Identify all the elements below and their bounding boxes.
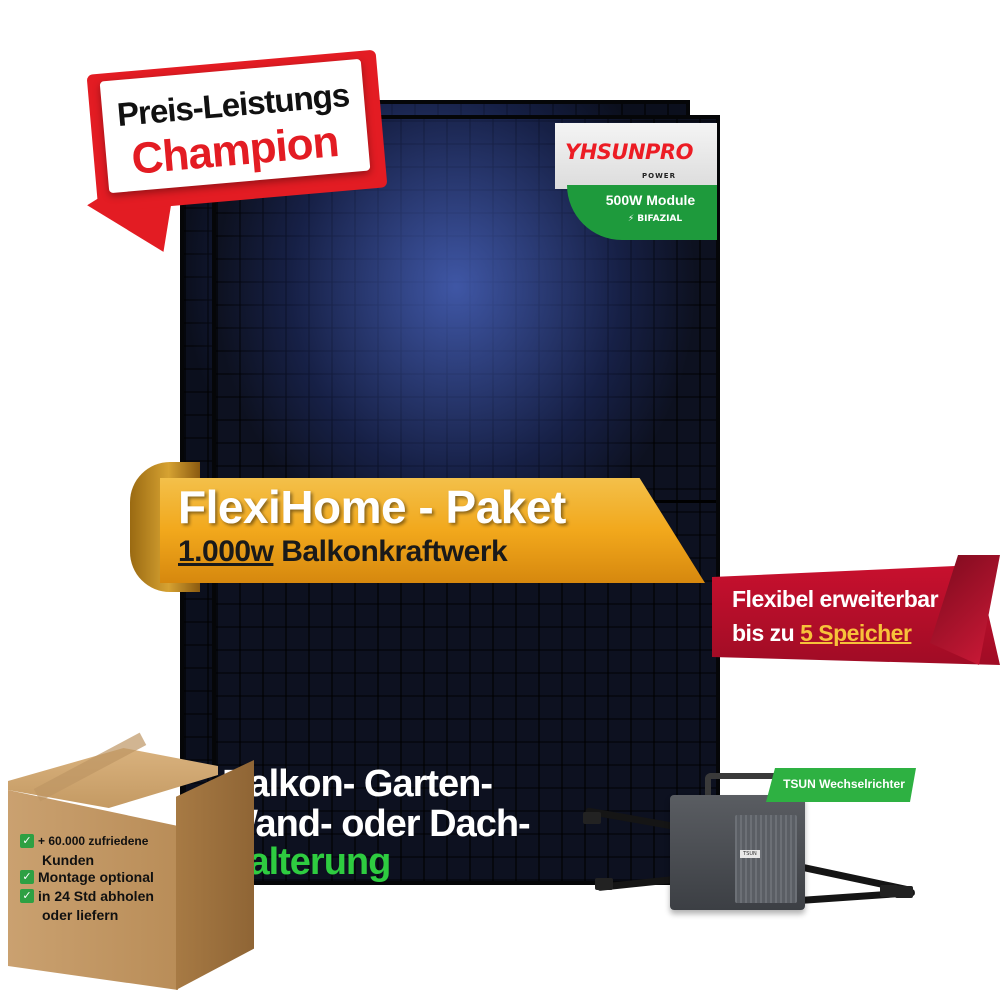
- storage-count: 5 Speicher: [800, 620, 912, 646]
- box-front: [8, 790, 178, 990]
- package-power: 1.000w: [178, 535, 274, 568]
- list-item: ✓ + 60.000 zufriedene: [20, 833, 185, 850]
- module-label: 500W Module: [605, 192, 696, 208]
- checkmark-icon: ✓: [20, 834, 34, 848]
- checkmark-icon: ✓: [20, 889, 34, 903]
- package-subtitle: 1.000w Balkonkraftwerk: [178, 535, 508, 569]
- package-title: FlexiHome - Paket: [178, 481, 566, 533]
- brand-logo: YHSUNPRO: [565, 140, 693, 164]
- box-side: [176, 760, 254, 990]
- mounting-line2: Wand- oder Dach-: [222, 803, 531, 845]
- cable-connector: [895, 886, 913, 898]
- benefit-list: ✓ + 60.000 zufriedene Kunden ✓ Montage o…: [20, 833, 185, 924]
- expand-line1: Flexibel erweiterbar: [732, 586, 939, 612]
- lightning-icon: ⚡: [627, 214, 635, 224]
- inverter-badge-text: TSUN Wechselrichter: [783, 777, 905, 791]
- package-type: Balkonkraftwerk: [281, 535, 508, 568]
- list-item-continuation: Kunden: [42, 852, 95, 868]
- gold-ribbon: [160, 478, 705, 583]
- brand-sub: POWER: [642, 172, 676, 180]
- brand-box: [555, 123, 717, 189]
- cable-connector: [595, 878, 613, 890]
- list-item: ✓ in 24 Std abholen: [20, 888, 185, 905]
- list-item: ✓ Montage optional: [20, 869, 185, 886]
- module-tab: [567, 185, 717, 240]
- inverter-badge: [766, 768, 916, 802]
- cable-connector: [583, 812, 601, 824]
- checkmark-icon: ✓: [20, 870, 34, 884]
- expand-line2: bis zu 5 Speicher: [732, 620, 912, 646]
- mounting-line1: Balkon- Garten-: [222, 763, 493, 805]
- bifazial-label: ⚡ BIFAZIAL: [627, 214, 683, 224]
- cable-connector: [880, 885, 898, 897]
- list-item-continuation: oder liefern: [42, 907, 119, 923]
- inverter-label: TSUN: [740, 850, 760, 858]
- inverter-heatsink: [735, 815, 797, 903]
